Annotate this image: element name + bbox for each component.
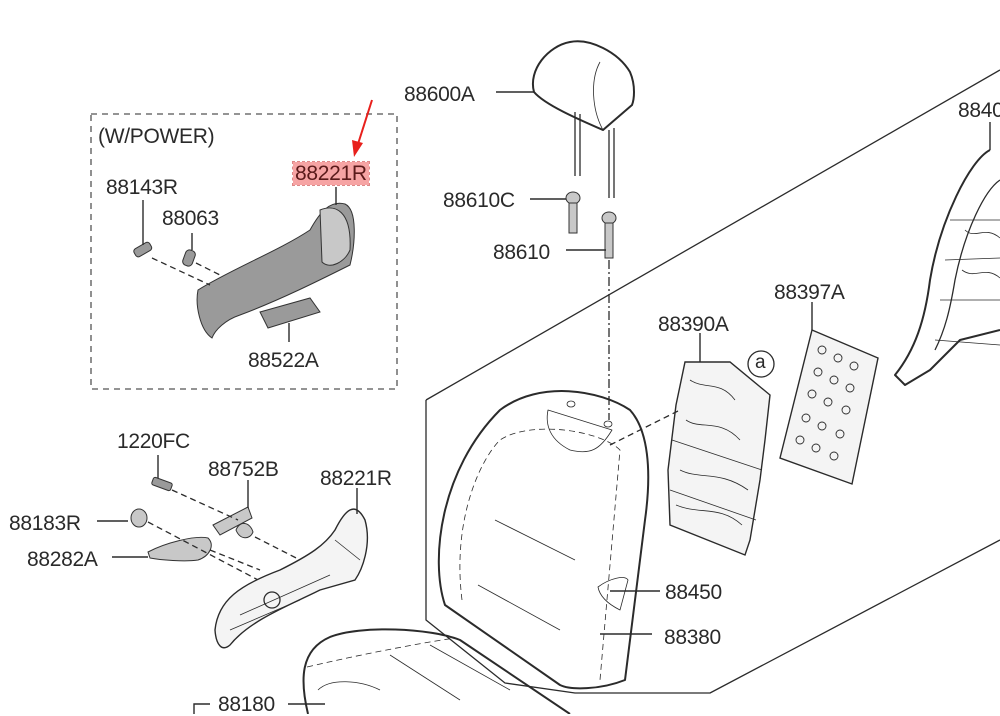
part-label-88390A[interactable]: 88390A [658,313,729,336]
heater-mat-part [779,329,879,485]
callout-a-circle [747,350,775,378]
power-group-box [90,113,398,390]
seatback-frame-part [894,149,1000,386]
seat-cushion-part [302,628,571,714]
part-label-88380[interactable]: 88380 [664,626,721,649]
part-label-88063[interactable]: 88063 [162,207,219,230]
callout-a-label: a [755,352,766,373]
part-label-88180[interactable]: 88180 [218,693,275,716]
height-lever-part [212,506,254,539]
power-seat-switch-part [259,297,321,329]
cap-part [130,508,148,528]
part-label-88183R[interactable]: 88183R [9,512,81,535]
headrest-guide [601,211,617,259]
part-label-88221R[interactable]: 88221R [320,467,392,490]
part-label-1220FC[interactable]: 1220FC [117,430,190,453]
switch-knob-part [133,241,153,258]
part-label-88143R[interactable]: 88143R [106,176,178,199]
power-group-label: (W/POWER) [98,125,215,148]
part-label-88600A[interactable]: 88600A [404,83,475,106]
seatback-cover-part [437,390,650,690]
part-label-88450[interactable]: 88450 [665,581,722,604]
part-label-88397A[interactable]: 88397A [774,281,845,304]
part-label-88282A[interactable]: 88282A [27,548,98,571]
power-seat-side-cover-part [196,202,355,339]
part-label-88221R-highlighted[interactable]: 88221R [292,161,370,186]
headrest-guide-c [565,191,581,234]
manual-seat-side-cover-part [214,508,369,649]
seatback-pad-part [667,361,771,556]
part-label-88610C[interactable]: 88610C [443,189,515,212]
part-label-88522A[interactable]: 88522A [248,349,319,372]
part-label-8840x[interactable]: 8840 [958,99,1000,122]
highlight-arrow-icon [352,99,373,157]
switch-knob-small-part [182,249,196,267]
headrest-part [531,40,635,198]
part-label-88610[interactable]: 88610 [493,241,550,264]
recliner-lever-part [147,536,212,562]
part-label-88752B[interactable]: 88752B [208,458,279,481]
bolt-part [151,476,173,492]
seatback-assembly-frame [425,400,1000,694]
